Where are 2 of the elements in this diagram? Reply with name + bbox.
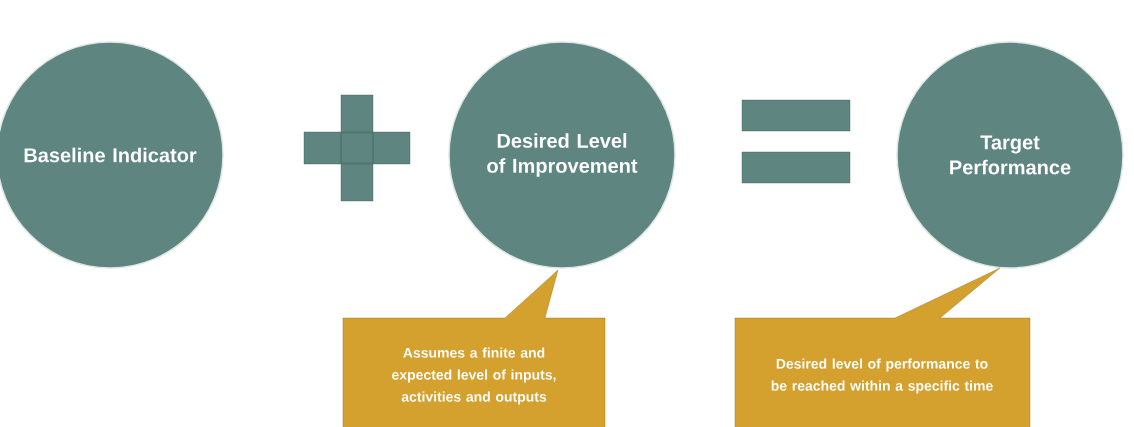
callout-box: Desired level of performance to be reached within a specific time	[734, 267, 1031, 427]
callout-box: Assumes a finite and expected level of inputs, activities and outputs	[342, 269, 606, 427]
